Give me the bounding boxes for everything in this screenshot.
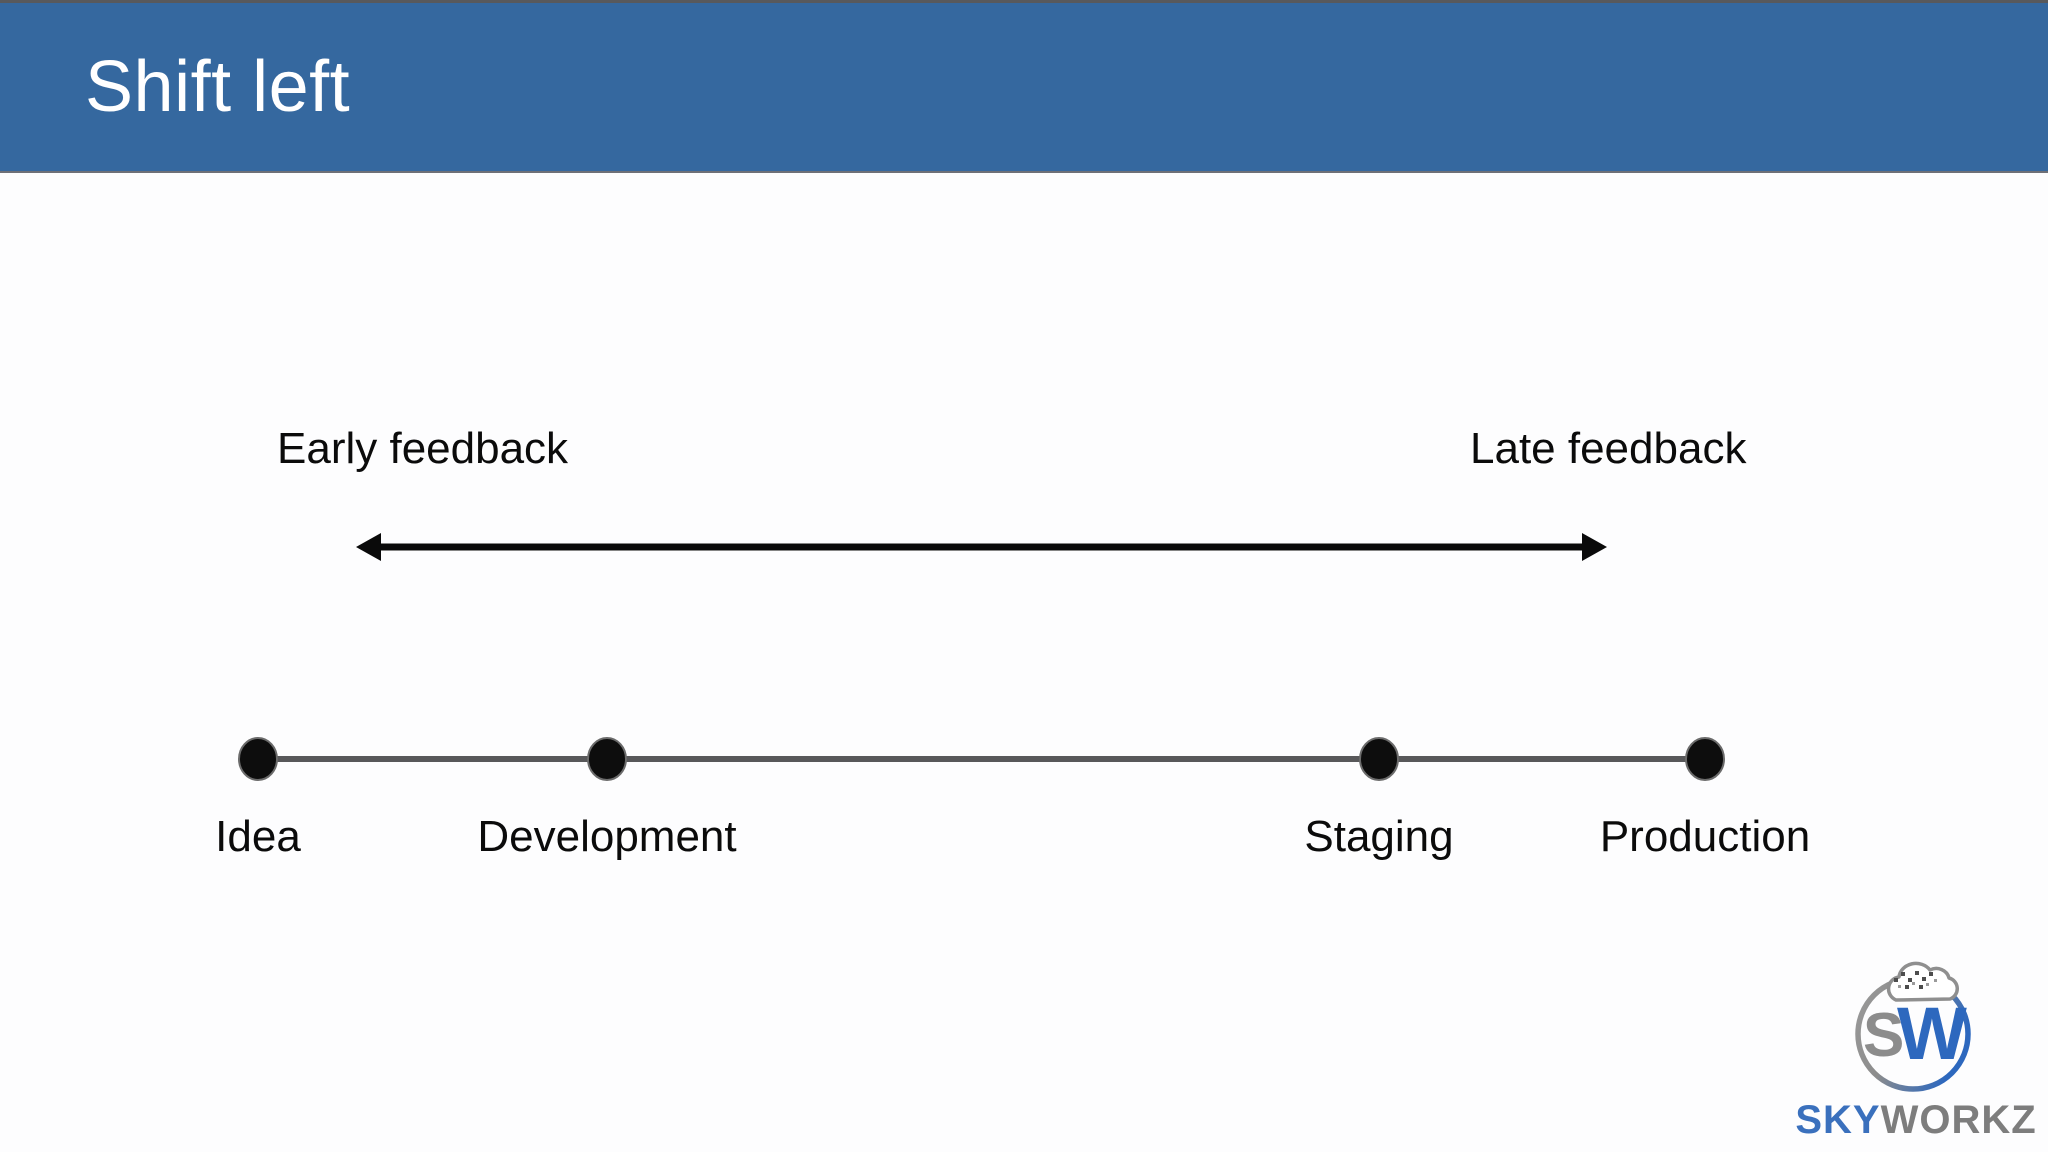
late-feedback-label: Late feedback — [1470, 424, 1747, 473]
stage-label-production: Production — [1599, 812, 1811, 861]
logo-monogram-w: W — [1897, 992, 1967, 1075]
cloud-icon — [1886, 961, 1959, 1002]
stage-label-development: Development — [477, 812, 737, 861]
page-title: Shift left — [85, 47, 351, 127]
timeline-dot — [587, 737, 627, 781]
skyworkz-wordmark: SKYWORKZ — [1795, 1098, 2036, 1143]
logo-monogram-s: S — [1863, 1001, 1904, 1070]
double-arrow-icon — [356, 533, 1607, 561]
stage-label-idea: Idea — [215, 812, 301, 861]
wordmark-workz: WORKZ — [1880, 1098, 2037, 1142]
timeline-dot — [1359, 737, 1399, 781]
wordmark-sky: SKY — [1795, 1098, 1881, 1142]
stage-label-staging: Staging — [1304, 812, 1454, 861]
timeline-dot — [238, 737, 278, 781]
timeline-dot — [1685, 737, 1725, 781]
skyworkz-logo-mark: S W — [1855, 961, 1971, 1092]
timeline-dots — [238, 737, 1725, 781]
skyworkz-logo: S W SKYWORKZ — [1788, 952, 2048, 1152]
early-feedback-label: Early feedback — [277, 424, 569, 473]
slide-header-bar: Shift left — [0, 0, 2048, 173]
